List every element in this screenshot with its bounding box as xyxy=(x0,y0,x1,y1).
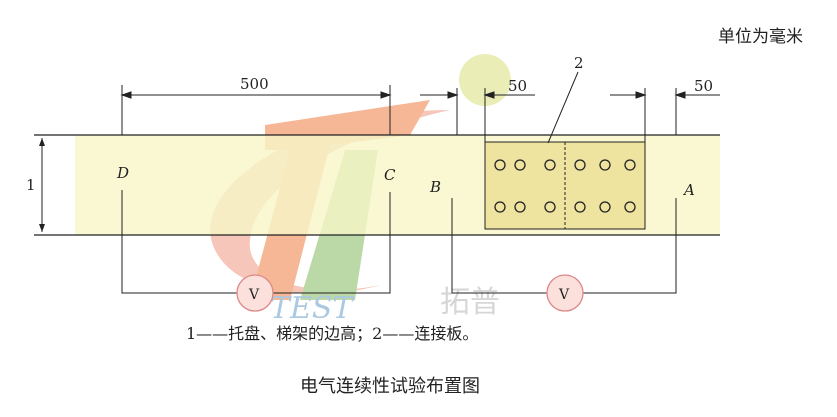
bolt-hole xyxy=(544,159,556,171)
left-measuring-circuit xyxy=(121,190,391,294)
voltmeter-right-label: V xyxy=(558,287,570,303)
watermark-circle xyxy=(459,54,511,106)
bolt-hole xyxy=(494,159,506,171)
point-B-label: B xyxy=(429,178,441,196)
dimension-50-left-label: 50 xyxy=(508,77,527,95)
voltmeter-left xyxy=(236,274,274,312)
watermark-text-latin: TEST xyxy=(270,291,354,326)
tray-height-dimension: 1 xyxy=(26,138,45,232)
dimension-500-label: 500 xyxy=(240,75,269,93)
right-measuring-circuit xyxy=(451,198,677,294)
wire-C xyxy=(273,192,391,294)
plate-callout-leader xyxy=(547,71,579,144)
figure-caption: 电气连续性试验布置图 xyxy=(300,376,480,397)
dimension-50-right-label: 50 xyxy=(694,77,713,95)
bolt-hole xyxy=(514,159,526,171)
bolt-hole xyxy=(624,159,636,171)
point-C-label: C xyxy=(384,166,396,184)
bolt-hole xyxy=(599,159,611,171)
dimension-50-right xyxy=(610,88,720,142)
bolt-hole xyxy=(599,201,611,213)
plate-callout-label: 2 xyxy=(574,54,584,72)
unit-note: 单位为毫米 xyxy=(718,27,803,47)
bolt-hole xyxy=(544,201,556,213)
figure-legend: 1——托盘、梯架的边高；2——连接板。 xyxy=(186,324,479,343)
bolt-hole xyxy=(514,201,526,213)
bolt-hole xyxy=(624,201,636,213)
bolt-holes xyxy=(494,159,636,213)
dimension-500 xyxy=(120,85,392,135)
wire-A xyxy=(583,198,677,294)
wire-B xyxy=(451,198,547,294)
point-D-label: D xyxy=(116,164,129,182)
wire-D xyxy=(121,190,237,294)
connecting-plate xyxy=(484,141,646,230)
point-A-label: A xyxy=(682,181,695,199)
voltmeter-left-label: V xyxy=(248,287,260,303)
bolt-hole xyxy=(574,159,586,171)
voltmeter-right xyxy=(546,274,584,312)
dimension-50-left xyxy=(420,88,535,142)
watermark-text-cn: 拓普 xyxy=(440,285,500,320)
bolt-hole xyxy=(574,201,586,213)
tray-height-label: 1 xyxy=(26,176,36,194)
bolt-hole xyxy=(494,201,506,213)
